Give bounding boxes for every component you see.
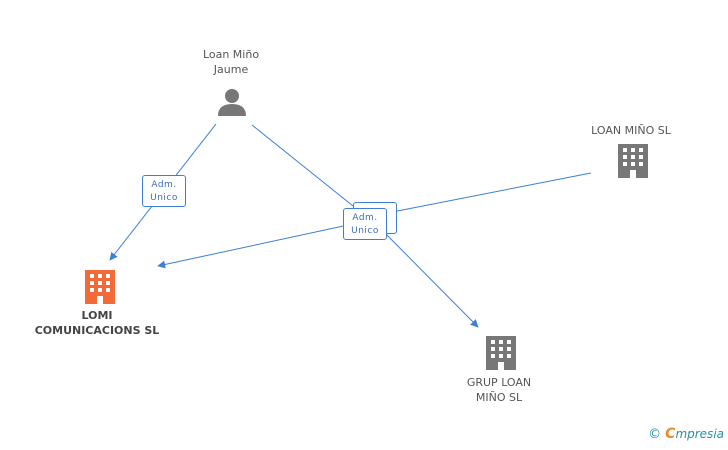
lomi-name-line1: LOMI: [81, 309, 113, 322]
brand-rest: mpresia: [675, 427, 724, 441]
edge-person-to-center: [251, 124, 369, 219]
brand-initial: C: [665, 426, 676, 442]
edge-label-left[interactable]: Adm. Unico: [142, 175, 186, 207]
copyright-symbol: ©: [648, 427, 662, 442]
edge-label-center-line2: Unico: [351, 226, 379, 236]
node-label-grup-loan[interactable]: GRUP LOAN MIÑO SL: [467, 375, 531, 405]
edge-label-center-line1: Adm.: [352, 213, 378, 223]
grup-loan-name-line1: GRUP LOAN: [466, 376, 532, 389]
node-label-person[interactable]: Loan Miño Jaume: [203, 47, 259, 77]
lomi-name-line2: COMUNICACIONS SL: [34, 324, 160, 337]
edge-label-left-line1: Adm.: [151, 180, 177, 190]
edge-loanmino-to-center: [381, 172, 592, 215]
node-label-loan-mino-sl[interactable]: LOAN MIÑO SL: [591, 123, 671, 138]
loan-mino-sl-name: LOAN MIÑO SL: [591, 124, 671, 137]
grup-loan-name-line2: MIÑO SL: [475, 391, 523, 404]
building-icon[interactable]: [486, 336, 516, 370]
node-label-lomi[interactable]: LOMI COMUNICACIONS SL: [35, 308, 160, 338]
edge-label-center[interactable]: Adm. Unico: [343, 208, 387, 240]
edge-center-to-lomi: [157, 221, 363, 269]
building-icon[interactable]: [85, 270, 115, 304]
person-icon[interactable]: [218, 89, 246, 116]
person-name-line2: Jaume: [213, 63, 249, 76]
empresia-watermark: ©Cmpresia: [648, 426, 724, 442]
person-name-line1: Loan Miño: [202, 48, 260, 61]
building-icon[interactable]: [618, 144, 648, 178]
edge-label-left-line2: Unico: [150, 193, 178, 203]
edge-center-to-grup: [379, 227, 479, 328]
